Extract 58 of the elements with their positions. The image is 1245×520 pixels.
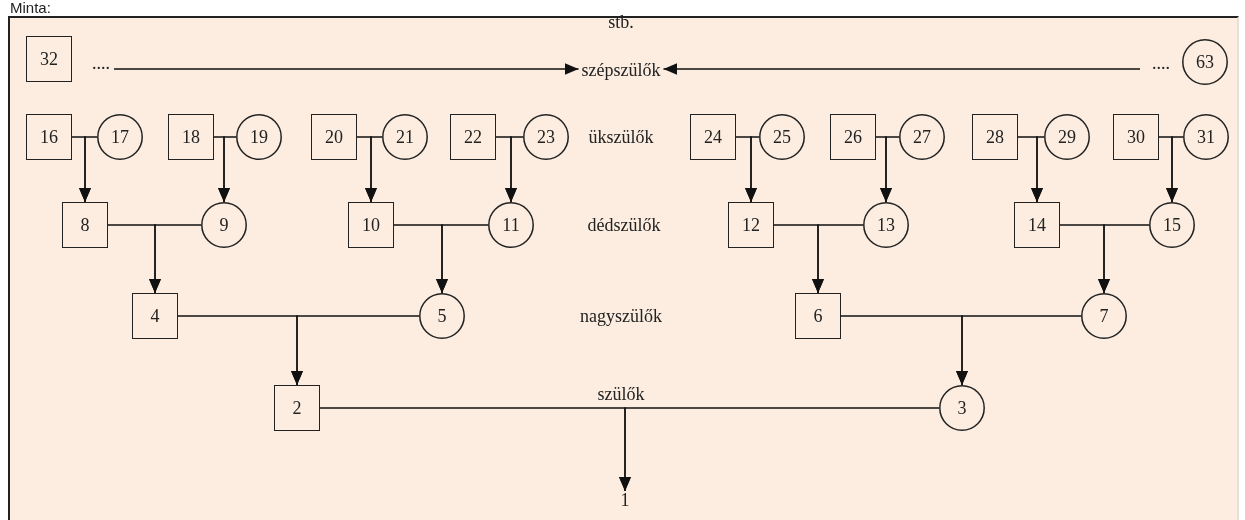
pedigree-circle: 7 — [1081, 293, 1127, 339]
pedigree-circle: 19 — [236, 114, 282, 160]
arrow — [619, 407, 940, 492]
arrow — [291, 315, 420, 386]
ellipsis-text: .... — [1152, 54, 1170, 72]
pedigree-circle: 5 — [419, 293, 465, 339]
generation-label: ükszülők — [588, 128, 654, 146]
arrow — [505, 136, 524, 203]
pedigree-square: 22 — [450, 114, 496, 160]
arrow — [956, 315, 1082, 386]
pedigree-circle: 27 — [899, 114, 945, 160]
pedigree-square: 6 — [795, 293, 841, 339]
pedigree-square: 16 — [26, 114, 72, 160]
pedigree-square: 32 — [26, 36, 72, 82]
pedigree-square: 8 — [62, 202, 108, 248]
pedigree-circle: 23 — [523, 114, 569, 160]
pedigree-square: 18 — [168, 114, 214, 160]
pedigree-circle: 13 — [863, 202, 909, 248]
arrow — [812, 224, 864, 294]
ellipsis-text: .... — [92, 54, 110, 72]
arrow — [149, 224, 202, 294]
generation-label: dédszülők — [587, 216, 661, 234]
pedigree-circle: 29 — [1044, 114, 1090, 160]
pedigree-circle: 9 — [201, 202, 247, 248]
caption-text: Minta: — [10, 0, 51, 15]
pedigree-circle: 25 — [759, 114, 805, 160]
person-number: 1 — [617, 491, 633, 509]
arrow — [113, 63, 580, 75]
arrow — [1031, 136, 1045, 203]
generation-label: nagyszülők — [580, 307, 662, 325]
pedigree-square: 24 — [690, 114, 736, 160]
arrow — [1098, 224, 1150, 294]
pedigree-square: 2 — [274, 385, 320, 431]
generation-label: szépszülők — [578, 61, 664, 79]
pedigree-circle: 15 — [1149, 202, 1195, 248]
pedigree-circle: 3 — [939, 385, 985, 431]
pedigree-square: 10 — [348, 202, 394, 248]
pedigree-circle: 17 — [97, 114, 143, 160]
pedigree-square: 20 — [311, 114, 357, 160]
arrow — [1166, 136, 1184, 203]
pedigree-circle: 11 — [488, 202, 534, 248]
pedigree-square: 30 — [1113, 114, 1159, 160]
pedigree-square: 28 — [972, 114, 1018, 160]
arrow — [365, 136, 383, 203]
generation-label: szülők — [597, 385, 645, 403]
pedigree-circle: 21 — [382, 114, 428, 160]
pedigree-circle: 31 — [1183, 114, 1229, 160]
pedigree-square: 14 — [1014, 202, 1060, 248]
arrow — [436, 224, 489, 294]
pedigree-square: 12 — [728, 202, 774, 248]
pedigree-square: 26 — [830, 114, 876, 160]
arrow — [662, 63, 1141, 75]
pedigree-circle: 63 — [1182, 39, 1228, 85]
arrow — [218, 136, 237, 203]
pedigree-square: 4 — [132, 293, 178, 339]
arrow — [79, 136, 98, 203]
arrow — [880, 136, 900, 203]
arrow — [745, 136, 760, 203]
